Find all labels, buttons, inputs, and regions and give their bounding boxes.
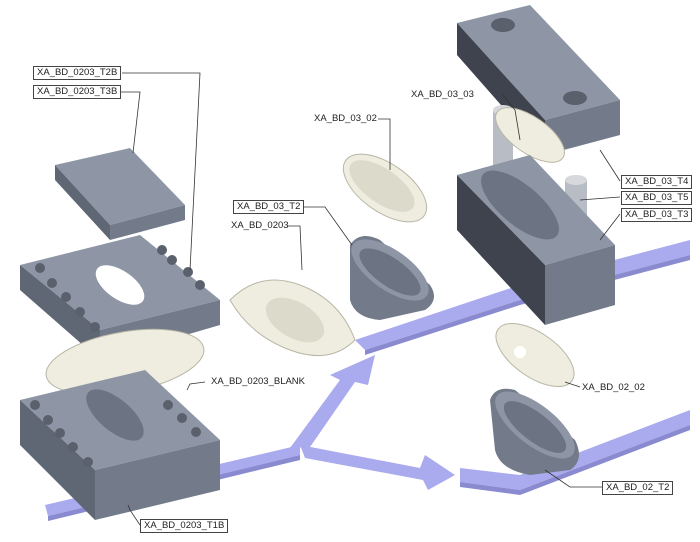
die-03-t2 [350, 236, 434, 320]
leader-t2b [122, 72, 201, 271]
label-t2b: XA_BD_0203_T2B [33, 66, 122, 80]
label-blank: XA_BD_0203_BLANK [211, 376, 306, 387]
leader-blank [186, 381, 206, 391]
flow-band-lower-right-edge [460, 425, 690, 495]
part-03-02 [342, 153, 428, 223]
die-03-t3 [457, 155, 615, 325]
leader-02-t2 [544, 469, 602, 488]
label-03-02: XA_BD_03_02 [314, 113, 377, 124]
leader-03-t4 [599, 149, 621, 182]
label-03-t3: XA_BD_03_T3 [621, 208, 693, 222]
part-02-02 [495, 323, 575, 387]
label-03-t4: XA_BD_03_T4 [621, 175, 693, 189]
leader-t3b [120, 91, 141, 154]
label-03-t5: XA_BD_03_T5 [621, 191, 693, 205]
label-t1b: XA_BD_0203_T1B [140, 519, 229, 533]
leader-03-03 [502, 94, 521, 141]
leader-0203 [287, 225, 303, 271]
leader-t1b [127, 504, 141, 526]
part-03-03 [495, 107, 565, 163]
flow-branch-lower [300, 445, 455, 490]
die-02-t2 [490, 388, 579, 475]
die-t1b [20, 370, 220, 520]
leader-02-02 [564, 381, 581, 388]
label-03-03: XA_BD_03_03 [411, 89, 474, 100]
flow-branch-upper [290, 355, 375, 448]
label-t3b: XA_BD_0203_T3B [33, 85, 122, 99]
part-0203 [229, 279, 356, 357]
leader-03-02 [378, 118, 391, 170]
label-02-02: XA_BD_02_02 [582, 382, 645, 393]
leader-03-t5 [579, 196, 621, 201]
leader-03-t3 [599, 213, 621, 241]
label-03-t2: XA_BD_03_T2 [233, 200, 305, 214]
flow-band-lower-right [460, 410, 690, 490]
label-0203: XA_BD_0203 [231, 220, 289, 231]
label-02-t2: XA_BD_02_T2 [602, 481, 674, 495]
